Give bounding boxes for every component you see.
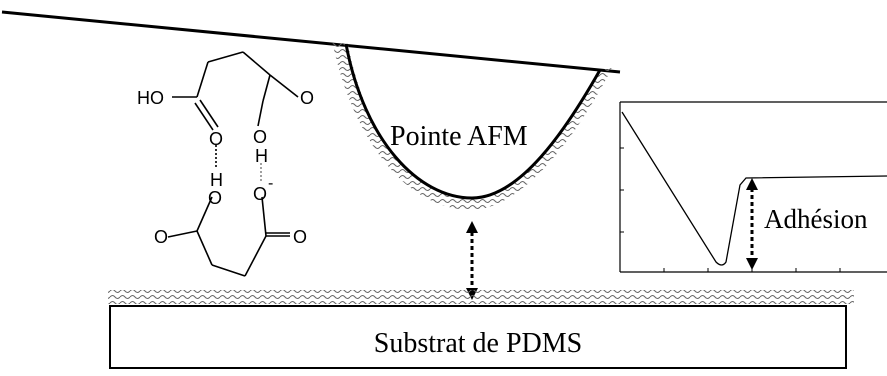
atom-o-bottom-left: O [154,227,168,247]
afm-tip [344,43,602,200]
force-curve-inset [619,101,887,273]
adhesion-arrow-head-down [746,258,758,270]
atom-o-upper-right: O [253,127,267,147]
tip-label: Pointe AFM [390,121,528,152]
substrate-box [109,305,847,369]
atom-o-lower-left: O [208,188,222,208]
atom-h-upper-right: H [255,146,268,166]
substrate-label: Substrat de PDMS [374,328,582,359]
adhesion-arrow-head-up [746,178,758,190]
force-curve [621,111,887,266]
atom-o-middle-right: O [253,184,267,204]
cantilever-line [1,10,621,74]
substrate-coating [108,290,854,304]
tip-coating [332,40,612,210]
atom-o-top-right: O [300,88,314,108]
succinic-acid-dimer [167,51,299,277]
atom-o-bottom-right: O [293,227,307,247]
distance-arrow-head-up [466,221,478,233]
atom-ho: HO [137,88,164,108]
atom-charge: - [268,175,273,192]
atom-h-middle-left: H [210,170,223,190]
molecule-labels: HO O O O H H O - O O O [137,88,314,247]
atom-o-upper-left: O [209,129,223,149]
adhesion-label: Adhésion [764,204,868,234]
